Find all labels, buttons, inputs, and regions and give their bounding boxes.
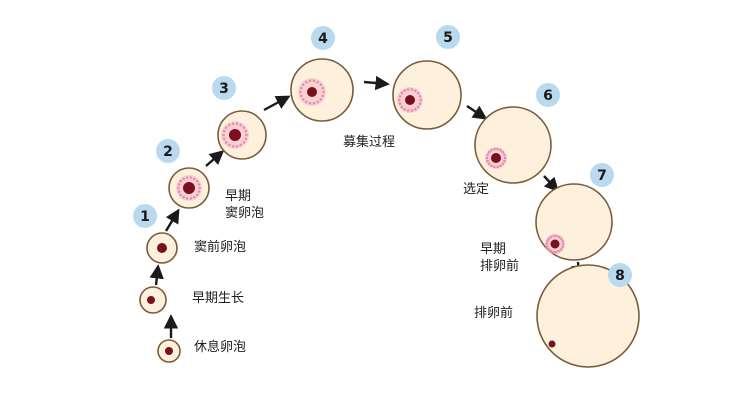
label-preovulatory: 排卵前 — [474, 306, 514, 321]
label-early-preovulatory-line2: 排卵前 — [480, 259, 520, 274]
step-number: 8 — [615, 268, 625, 284]
label-recruitment: 募集过程 — [343, 135, 396, 150]
follicle-early-antral-icon — [168, 167, 210, 209]
follicle-small-icon — [139, 286, 167, 314]
step-badge-6: 6 — [536, 83, 560, 107]
label-early-antral-line2: 窦卵泡 — [225, 206, 265, 221]
badge-group: 1 2 3 4 5 6 7 8 — [133, 25, 632, 287]
label-selection: 选定 — [463, 182, 490, 197]
step-number: 3 — [219, 81, 229, 97]
process-arrow — [543, 175, 559, 193]
step-badge-7: 7 — [590, 163, 614, 187]
step-badge-4: 4 — [311, 26, 335, 50]
step-number: 4 — [318, 31, 328, 47]
step-number: 6 — [543, 88, 553, 104]
process-arrow — [363, 75, 390, 91]
step-badge-1: 1 — [133, 204, 157, 228]
step-number: 2 — [163, 144, 173, 160]
follicle-preovulatory-icon — [536, 264, 640, 368]
step-badge-8: 8 — [608, 263, 632, 287]
label-resting-follicle: 休息卵泡 — [194, 340, 247, 355]
step-badge-5: 5 — [436, 25, 460, 49]
follicle-recruited-icon — [290, 58, 354, 122]
process-arrow — [466, 105, 488, 120]
follicle-recruited-large-icon — [392, 60, 462, 130]
follicle-primordial-icon — [146, 232, 178, 264]
label-early-antral-follicle: 早期 窦卵泡 — [225, 188, 264, 222]
process-arrow — [205, 150, 225, 167]
label-preantral-follicle: 窦前卵泡 — [194, 240, 247, 255]
label-early-preovulatory-line1: 早期 — [480, 242, 507, 257]
follicle-antral-icon — [217, 110, 267, 160]
step-badge-3: 3 — [212, 76, 236, 100]
step-number: 1 — [140, 209, 150, 225]
process-arrow — [164, 208, 180, 232]
follicle-small-icon — [157, 339, 181, 363]
process-arrow — [263, 95, 291, 112]
label-early-antral-line1: 早期 — [225, 189, 252, 204]
follicle-early-preovulatory-icon — [535, 183, 613, 261]
step-badge-2: 2 — [156, 139, 180, 163]
label-early-growth: 早期生长 — [192, 291, 245, 306]
step-number: 7 — [597, 168, 607, 184]
follicle-selected-icon — [474, 106, 552, 184]
step-number: 5 — [443, 30, 453, 46]
label-early-preovulatory: 早期 排卵前 — [480, 241, 519, 275]
arrow-group — [149, 75, 586, 338]
follicle-group — [139, 58, 640, 368]
process-arrow — [149, 264, 164, 286]
